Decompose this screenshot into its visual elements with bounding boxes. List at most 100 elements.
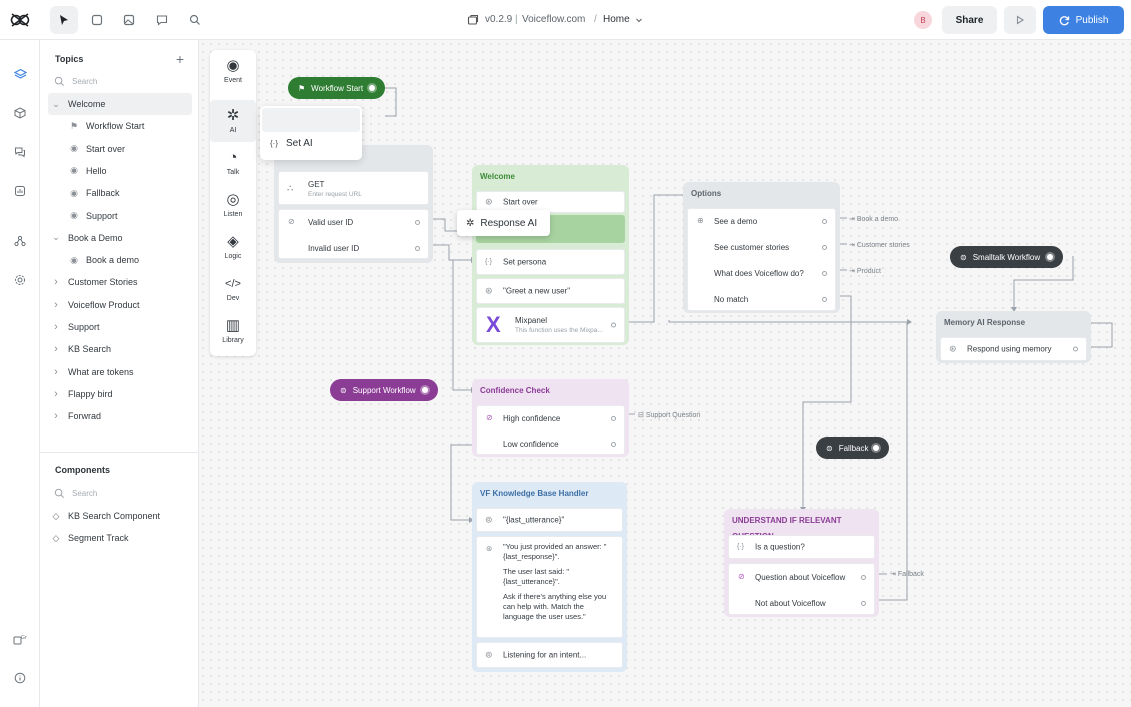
get-request-step[interactable]: ⛬ GET Enter request URL	[278, 171, 429, 205]
kb-prompt-step[interactable]: ⊛ "You just provided an answer: " {last_…	[476, 536, 623, 638]
question-condition-step[interactable]: ⊘ Question about Voiceflow Not about Voi…	[728, 563, 875, 615]
listening-step[interactable]: ⊚ Listening for an intent...	[476, 642, 623, 668]
output-port[interactable]	[861, 575, 866, 580]
share-button[interactable]: Share	[942, 6, 997, 34]
output-port[interactable]	[611, 442, 616, 447]
topic-item[interactable]: ›What are tokens	[48, 361, 192, 383]
topic-item[interactable]: ◉Fallback	[48, 182, 192, 204]
topic-item[interactable]: ›Flappy bird	[48, 383, 192, 405]
publish-button[interactable]: Publish	[1043, 6, 1124, 34]
memory-ai-response-block[interactable]: Memory AI Response ⊛ Respond using memor…	[936, 311, 1091, 363]
toolbar-item-logic[interactable]: ◈Logic	[210, 226, 256, 268]
go-to-fallback-label[interactable]: ⇥ Fallback	[890, 570, 924, 578]
pointer-tool-icon[interactable]	[50, 6, 78, 34]
topic-item[interactable]: ›Support	[48, 316, 192, 338]
options-block[interactable]: Options ⊕ See a demo See customer storie…	[683, 182, 840, 313]
components-search[interactable]: Search	[54, 486, 184, 500]
voiceflow-logo-icon[interactable]	[8, 8, 32, 32]
last-utterance-step[interactable]: ⊚ "{last_utterance}"	[476, 508, 623, 532]
output-port[interactable]	[822, 271, 827, 276]
output-port[interactable]	[422, 387, 428, 393]
workflow-start-node[interactable]: ⚑ Workflow Start	[288, 77, 385, 99]
run-button[interactable]	[1004, 6, 1036, 34]
topic-item[interactable]: ◉Hello	[48, 160, 192, 182]
respond-using-memory-step[interactable]: ⊛ Respond using memory	[940, 337, 1087, 361]
integrations-icon[interactable]	[8, 229, 32, 253]
mixpanel-step[interactable]: X Mixpanel This function uses the Mixpa.…	[476, 307, 625, 343]
toolbar-item-ai[interactable]: ✲AI	[210, 100, 256, 142]
smalltalk-workflow-node[interactable]: ⊜ Smalltalk Workflow	[950, 246, 1063, 268]
chevron-down-icon[interactable]	[634, 15, 644, 25]
topic-item[interactable]: ›Voiceflow Product	[48, 294, 192, 316]
output-port[interactable]	[1047, 254, 1053, 260]
project-name[interactable]: Voiceflow.com	[522, 14, 586, 25]
toolbar-item-event[interactable]: ◉Event	[210, 50, 256, 92]
info-icon[interactable]	[8, 666, 32, 690]
start-over-step[interactable]: ⊛ Start over	[476, 191, 625, 213]
page-selector[interactable]: Home	[603, 14, 630, 25]
topic-item[interactable]: ›KB Search	[48, 338, 192, 360]
flow-canvas[interactable]: ◉Event ✲AI ◔Talk ◎Listen ◈Logic </>Dev ▥…	[199, 40, 1131, 707]
step-label: Listening for an intent...	[503, 650, 587, 660]
topic-item[interactable]: ◉Support	[48, 205, 192, 227]
greet-step[interactable]: ⊛ "Greet a new user"	[476, 278, 625, 304]
topics-search[interactable]: Search	[54, 74, 184, 88]
fallback-node[interactable]: ⊜ Fallback	[816, 437, 889, 459]
output-port[interactable]	[611, 322, 616, 328]
kb-handler-block[interactable]: VF Knowledge Base Handler ⊚ "{last_utter…	[472, 482, 627, 672]
output-port[interactable]	[873, 445, 879, 451]
output-port[interactable]	[415, 220, 420, 225]
topic-item[interactable]: ›Customer Stories	[48, 271, 192, 293]
output-port[interactable]	[369, 85, 375, 91]
go-to-customer-stories-label[interactable]: ⇥ Customer stories	[849, 241, 910, 249]
output-port[interactable]	[822, 297, 827, 302]
confidence-condition-step[interactable]: ⊘ High confidence Low confidence	[476, 405, 625, 455]
menu-item-blank[interactable]	[262, 108, 360, 132]
topic-item[interactable]: ⚑Workflow Start	[48, 115, 192, 137]
search-icon[interactable]	[182, 6, 208, 34]
output-port[interactable]	[611, 416, 616, 421]
comment-tool-icon[interactable]	[149, 6, 175, 34]
valid-user-step[interactable]: ⊘ Valid user ID Invalid user ID	[278, 209, 429, 259]
component-item-kb-search[interactable]: ◇ KB Search Component	[48, 505, 192, 527]
topic-item[interactable]: ◉Book a demo	[48, 249, 192, 271]
go-to-product-label[interactable]: ⇥ Product	[849, 267, 881, 275]
understand-question-block[interactable]: UNDERSTAND IF RELEVANT QUESTION {·} Is a…	[724, 509, 879, 617]
note-tool-icon[interactable]	[84, 6, 110, 34]
api-block[interactable]: ⛬ GET Enter request URL ⊘ Valid user ID …	[274, 145, 433, 263]
output-port[interactable]	[822, 245, 827, 250]
menu-item-set-ai[interactable]: {·} Set AI	[270, 138, 313, 149]
component-item-segment-track[interactable]: ◇ Segment Track	[48, 527, 192, 549]
translate-icon[interactable]: Gn	[8, 628, 32, 652]
topic-item[interactable]: ⌄Welcome	[48, 93, 192, 115]
toolbar-item-library[interactable]: ▥Library	[210, 310, 256, 352]
topic-item[interactable]: ◉Start over	[48, 138, 192, 160]
conversations-icon[interactable]	[8, 140, 32, 164]
output-port[interactable]	[415, 246, 420, 251]
confidence-check-block[interactable]: Confidence Check ⊘ High confidence Low c…	[472, 379, 629, 457]
cube-icon[interactable]	[8, 101, 32, 125]
topic-item[interactable]: ⌄Book a Demo	[48, 227, 192, 249]
image-tool-icon[interactable]	[116, 6, 142, 34]
is-question-step[interactable]: {·} Is a question?	[728, 535, 875, 559]
set-persona-step[interactable]: {·} Set persona	[476, 249, 625, 275]
toolbar-item-listen[interactable]: ◎Listen	[210, 184, 256, 226]
add-topic-plus-icon[interactable]: +	[175, 51, 185, 67]
layers-icon[interactable]	[8, 62, 32, 86]
output-port[interactable]	[1073, 346, 1078, 352]
welcome-block[interactable]: Welcome ⊛ Start over {·} Set persona ⊛ "…	[472, 165, 629, 345]
trigger-icon: ◉	[70, 210, 78, 220]
avatar[interactable]: B	[914, 11, 932, 29]
options-choice-step[interactable]: ⊕ See a demo See customer stories What d…	[687, 208, 836, 311]
go-to-book-a-demo-label[interactable]: ⇥ Book a demo	[849, 215, 898, 223]
go-to-support-question-label[interactable]: ⊟ Support Question	[638, 411, 700, 419]
support-workflow-node[interactable]: ⊜ Support Workflow	[330, 379, 438, 401]
response-ai-drag-chip[interactable]: ✲ Response AI	[457, 210, 550, 236]
toolbar-item-dev[interactable]: </>Dev	[210, 268, 256, 310]
output-port[interactable]	[861, 601, 866, 606]
toolbar-item-talk[interactable]: ◔Talk	[210, 142, 256, 184]
output-port[interactable]	[822, 219, 827, 224]
settings-gear-icon[interactable]	[8, 268, 32, 292]
topic-item[interactable]: ›Forwrad	[48, 405, 192, 427]
analytics-icon[interactable]	[8, 179, 32, 203]
